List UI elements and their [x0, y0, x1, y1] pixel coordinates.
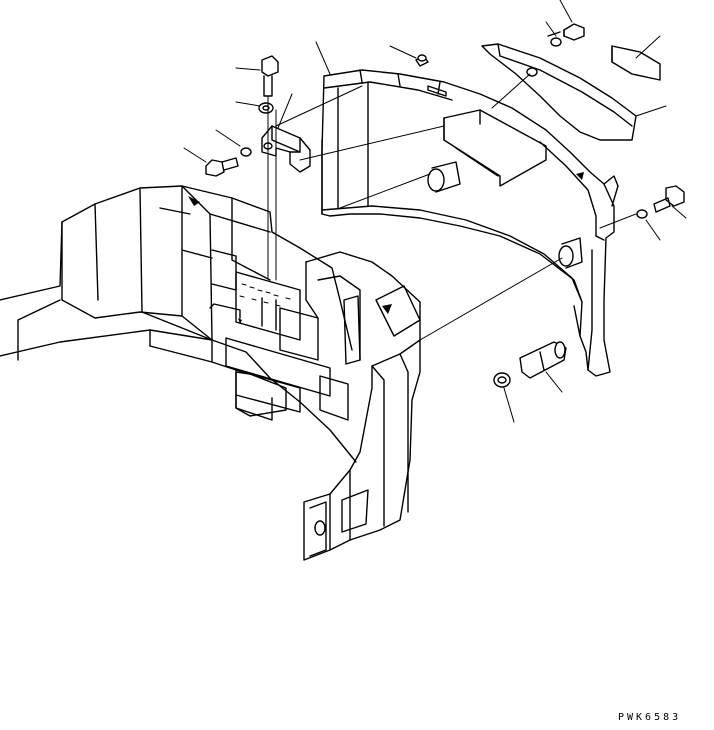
- drawing-id-code: PWK6583: [618, 712, 682, 723]
- snap-ring: [493, 372, 511, 388]
- side-bolt: [205, 147, 252, 177]
- label-plate: [611, 45, 661, 81]
- pin: [519, 341, 567, 379]
- frame-tail: [235, 251, 421, 561]
- revolving-frame: [0, 185, 357, 463]
- mounting-bolt-right: [636, 185, 685, 219]
- lifting-bracket: [261, 125, 311, 173]
- mounting-bolt-top: [547, 23, 585, 47]
- small-bolt: [415, 54, 429, 67]
- leader-lines: [183, 0, 687, 423]
- counterweight: [321, 69, 619, 377]
- alignment-lines: [267, 73, 637, 341]
- cover-plate: [481, 43, 637, 141]
